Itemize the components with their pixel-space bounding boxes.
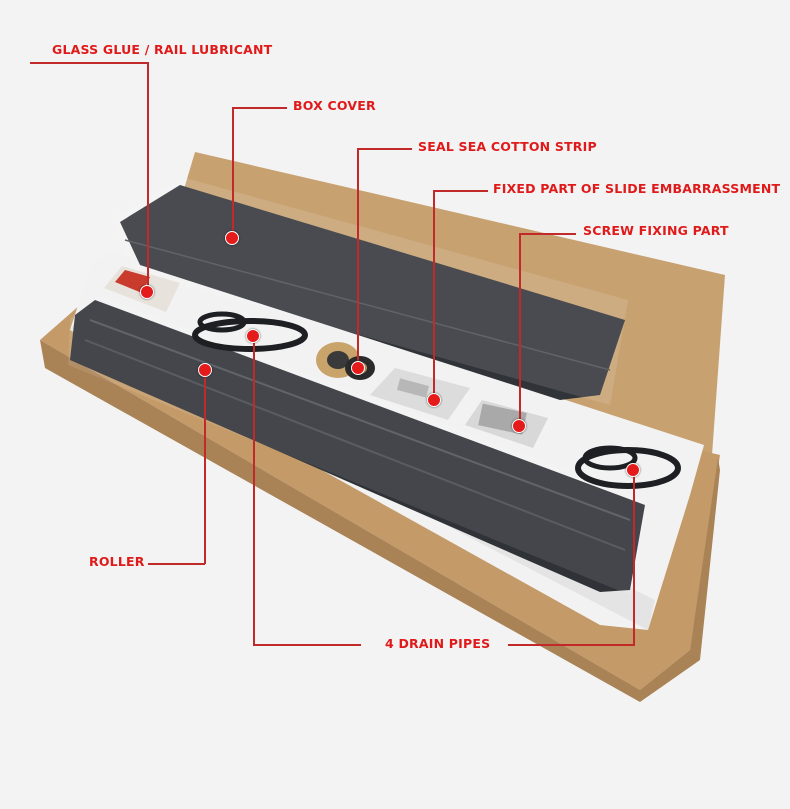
- leader-glass-glue-h: [30, 62, 148, 64]
- label-drain-pipes: 4 DRAIN PIPES: [385, 636, 491, 651]
- leader-seal-v: [357, 148, 359, 366]
- label-screw-part: SCREW FIXING PART: [583, 223, 729, 238]
- label-glass-glue: GLASS GLUE / RAIL LUBRICANT: [52, 42, 273, 57]
- label-box-cover: BOX COVER: [293, 98, 376, 113]
- leader-box-cover-h: [232, 107, 287, 109]
- marker-drain-right: [626, 463, 640, 477]
- tape-roll-inner: [327, 351, 349, 369]
- leader-box-cover-v: [232, 107, 234, 237]
- drain-pipe-coil-right-2: [582, 445, 638, 471]
- leader-screw-h: [519, 233, 576, 235]
- marker-seal: [351, 361, 365, 375]
- rail-line-2: [84, 339, 626, 551]
- drain-pipe-coil-left: [192, 318, 308, 352]
- marker-glass-glue: [140, 285, 154, 299]
- leader-roller-h: [148, 563, 205, 565]
- leader-drain-left-v: [253, 335, 255, 645]
- leader-glass-glue-v: [147, 62, 149, 292]
- box-cover-panel: [120, 185, 625, 400]
- leader-drain-left-h: [253, 644, 361, 646]
- leader-fixed-h: [433, 190, 488, 192]
- leader-fixed-v: [433, 190, 435, 398]
- rail-line-1: [89, 319, 631, 521]
- marker-box-cover: [225, 231, 239, 245]
- leader-drain-right-v: [633, 470, 635, 646]
- box-cover-seam: [124, 239, 611, 371]
- label-seal-strip: SEAL SEA COTTON STRIP: [418, 139, 597, 154]
- marker-drain-left: [246, 329, 260, 343]
- drain-pipe-coil-left-2: [197, 311, 247, 333]
- leader-seal-h: [357, 148, 412, 150]
- roller-plastic-wrap: [68, 296, 648, 596]
- marker-fixed: [427, 393, 441, 407]
- fixed-part-hardware: [396, 378, 430, 398]
- leader-roller-v: [204, 370, 206, 564]
- leader-screw-v: [519, 233, 521, 426]
- cover-plastic-wrap: [112, 178, 628, 405]
- marker-screw: [512, 419, 526, 433]
- label-fixed-part: FIXED PART OF SLIDE EMBARRASSMENT: [493, 181, 781, 196]
- marker-roller: [198, 363, 212, 377]
- leader-drain-right-h: [508, 644, 634, 646]
- label-roller: ROLLER: [89, 554, 145, 569]
